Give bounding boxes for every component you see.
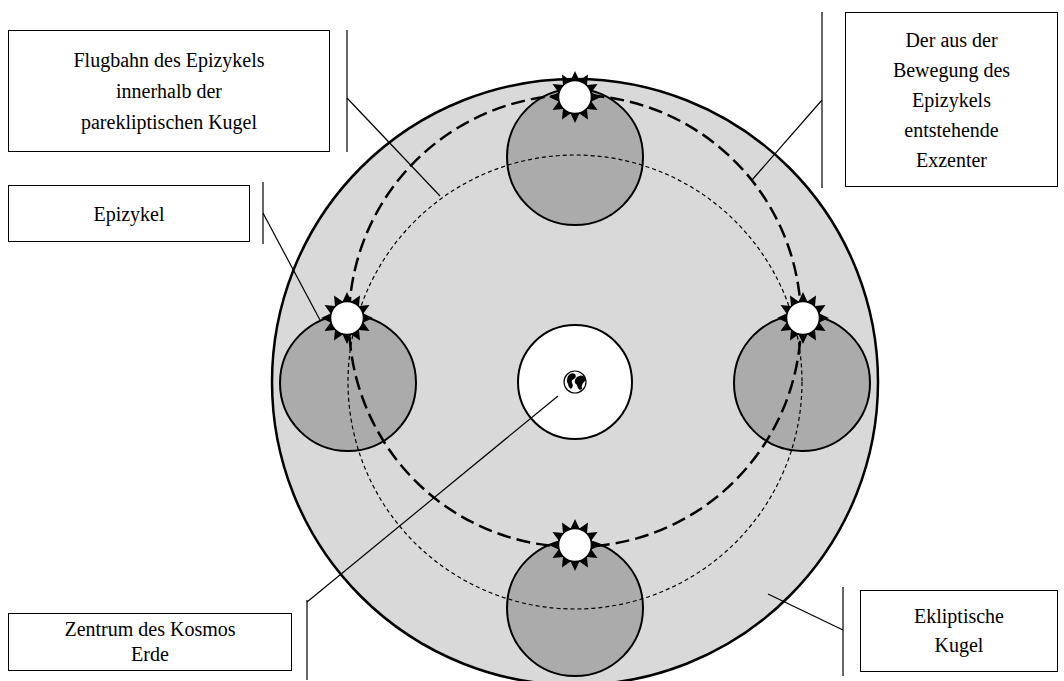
earth-globe xyxy=(564,371,586,393)
label-box: Epizykel xyxy=(8,185,250,242)
label-text: Zentrum des Kosmos Erde xyxy=(60,617,240,667)
label-box: Ekliptische Kugel xyxy=(860,590,1058,672)
label-text: Epizykel xyxy=(93,199,164,229)
epicycle-path xyxy=(348,155,802,609)
label-rule xyxy=(842,587,843,676)
label-box: Der aus der Bewegung des Epizykels entst… xyxy=(845,12,1058,187)
label-box: Zentrum des Kosmos Erde xyxy=(8,613,292,671)
eccentric-circle xyxy=(349,95,801,547)
sun-symbol xyxy=(777,292,829,344)
leader-line xyxy=(263,213,320,320)
leader-line xyxy=(307,396,558,602)
label-box: Flugbahn des Epizykels innerhalb der par… xyxy=(8,30,330,152)
sun-symbol xyxy=(321,292,373,344)
leader-line xyxy=(347,98,440,196)
earth-zone xyxy=(518,325,632,439)
label-text: Flugbahn des Epizykels innerhalb der par… xyxy=(67,45,271,138)
sun-symbol xyxy=(549,71,601,123)
continent xyxy=(575,376,586,390)
globe-outline xyxy=(564,371,586,393)
leader-line xyxy=(768,594,843,630)
label-rule xyxy=(346,30,347,152)
continent xyxy=(567,373,576,389)
label-text: Der aus der Bewegung des Epizykels entst… xyxy=(891,25,1013,175)
label-rule xyxy=(306,600,307,680)
sun-symbol xyxy=(549,519,601,571)
ecliptic-sphere xyxy=(272,79,878,681)
leader-line xyxy=(752,100,822,180)
label-text: Ekliptische Kugel xyxy=(909,602,1009,660)
